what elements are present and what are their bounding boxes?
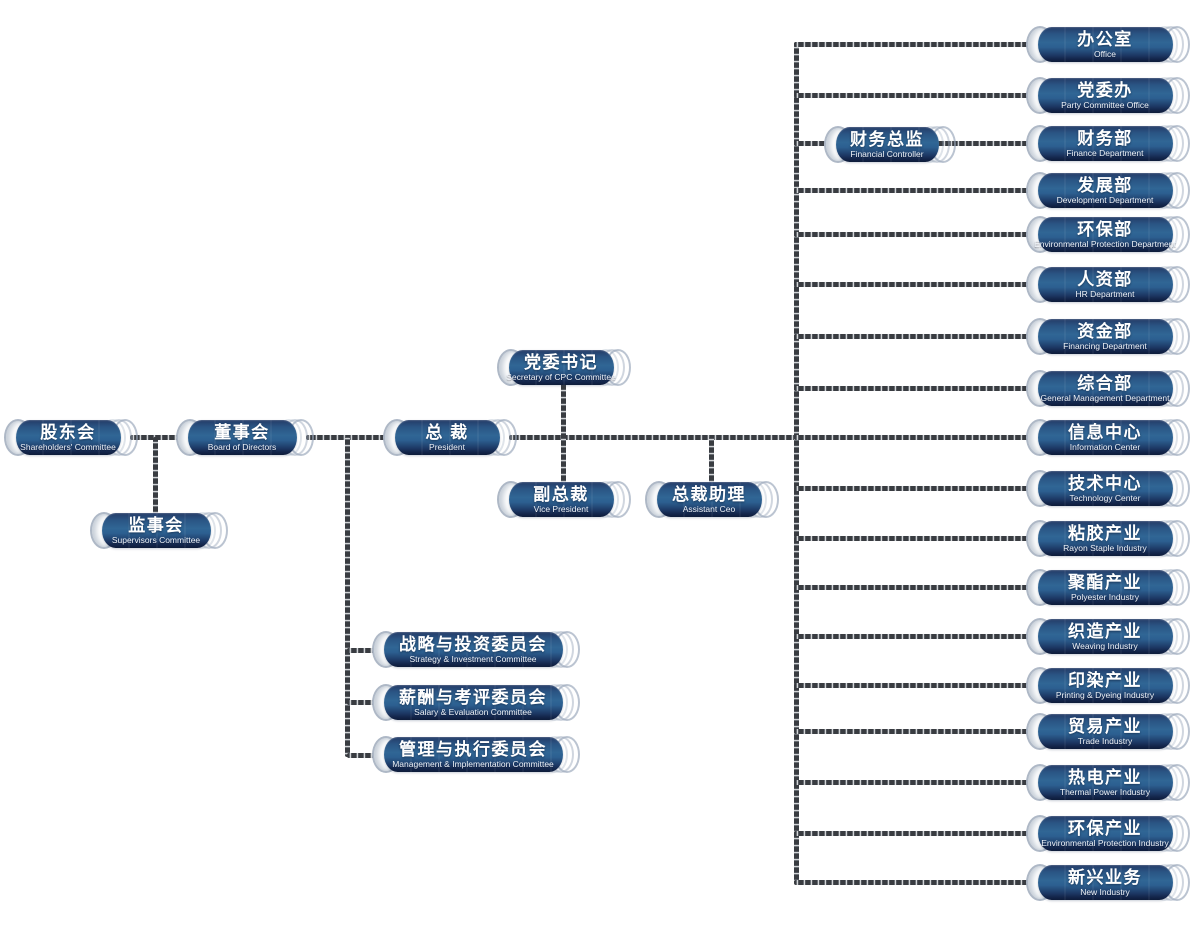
cylinder-body: [1038, 521, 1173, 556]
main-trunk: [794, 42, 799, 884]
connector-department-14: [794, 729, 1045, 734]
connector-department-1: [794, 93, 1045, 98]
connector-department-13: [794, 683, 1045, 688]
cylinder-body: [1038, 78, 1173, 113]
connector-department-12: [794, 634, 1045, 639]
cylinder-body: [1038, 471, 1173, 506]
connector-department-3: [794, 188, 1045, 193]
cylinder-body: [1038, 619, 1173, 654]
cylinder-body: [1038, 267, 1173, 302]
connector-department-17: [794, 880, 1045, 885]
cylinder-body: [1038, 371, 1173, 406]
connector-president-trunk: [509, 435, 1036, 440]
connector-department-15: [794, 780, 1045, 785]
connector-department-0: [794, 42, 1045, 47]
connector-department-8: [794, 435, 1045, 440]
cylinder-body: [1038, 714, 1173, 749]
connector-management-committee: [347, 753, 384, 758]
connector-department-16: [794, 831, 1045, 836]
cylinder-body: [1038, 865, 1173, 900]
cylinder-body: [1038, 217, 1173, 252]
connector-department-9: [794, 486, 1045, 491]
cylinder-body: [384, 632, 563, 667]
cylinder-body: [384, 737, 563, 772]
cylinder-body: [1038, 173, 1173, 208]
cylinder-body: [509, 350, 614, 385]
cylinder-body: [102, 513, 211, 548]
connector-department-4: [794, 232, 1045, 237]
cylinder-body: [509, 482, 614, 517]
cylinder-body: [836, 127, 939, 162]
cylinder-body: [657, 482, 762, 517]
cylinder-body: [1038, 570, 1173, 605]
cylinder-body: [1038, 765, 1173, 800]
connector-department-5: [794, 282, 1045, 287]
connector-department-6: [794, 334, 1045, 339]
connector-department-10: [794, 536, 1045, 541]
connector-partysecretary-vicepresident: [561, 382, 566, 485]
connector-department-11: [794, 585, 1045, 590]
cylinder-body: [384, 685, 563, 720]
cylinder-body: [1038, 319, 1173, 354]
cylinder-body: [1038, 816, 1173, 851]
connector-assistant-ceo: [709, 437, 714, 485]
connector-strategy-committee: [347, 648, 384, 653]
cylinder-body: [1038, 668, 1173, 703]
cylinder-body: [1038, 126, 1173, 161]
cylinder-body: [188, 420, 297, 455]
cylinder-body: [1038, 420, 1173, 455]
cylinder-body: [395, 420, 500, 455]
connector-salary-committee: [347, 700, 384, 705]
committee-trunk: [345, 437, 350, 757]
cylinder-body: [1038, 27, 1173, 62]
connector-supervisors: [153, 437, 158, 516]
connector-department-7: [794, 386, 1045, 391]
cylinder-body: [16, 420, 121, 455]
